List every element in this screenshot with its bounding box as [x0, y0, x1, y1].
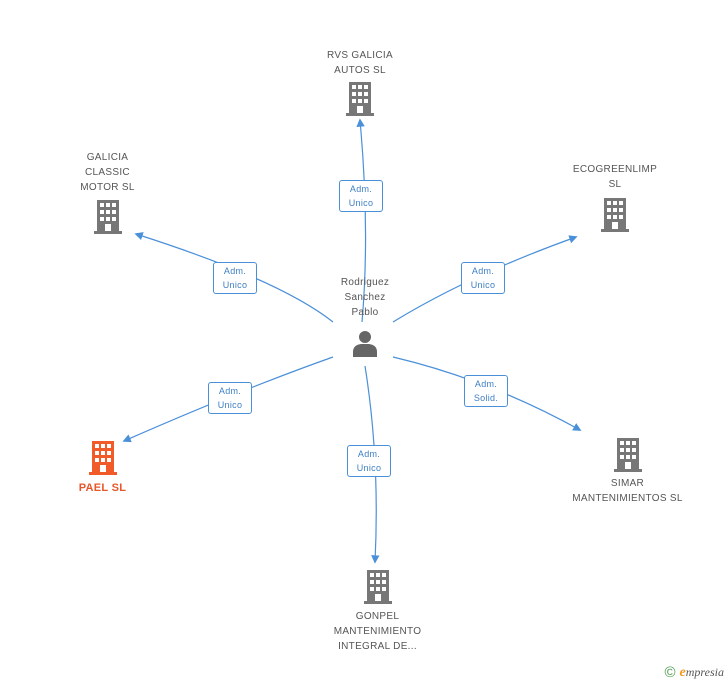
building-icon: [601, 198, 629, 232]
company-name: GONPEL MANTENIMIENTO INTEGRAL DE...: [333, 611, 422, 652]
building-icon: [363, 570, 392, 604]
relation-label-galicia[interactable]: Adm.Unico: [213, 262, 257, 294]
company-rvs-galicia-autos[interactable]: RVS GALICIA AUTOS SL: [305, 48, 415, 116]
relation-label-pael[interactable]: Adm.Unico: [208, 382, 252, 414]
company-name: ECOGREENLIMP SL: [572, 164, 658, 190]
edge-rvs: [356, 118, 367, 323]
copyright-icon: ©: [664, 664, 676, 681]
relation-label-ecogreen[interactable]: Adm.Unico: [461, 262, 505, 294]
company-gonpel-mantenimiento[interactable]: GONPEL MANTENIMIENTO INTEGRAL DE...: [320, 570, 435, 654]
company-name: SIMAR MANTENIMIENTOS SL: [572, 478, 683, 504]
building-icon: [346, 82, 374, 116]
company-pael[interactable]: PAEL SL: [60, 441, 145, 496]
company-name: PAEL SL: [78, 482, 127, 494]
building-icon: [93, 200, 122, 234]
building-icon: [613, 438, 642, 472]
edge-galicia: [134, 232, 334, 323]
company-galicia-classic-motor[interactable]: GALICIA CLASSIC MOTOR SL: [55, 150, 160, 234]
brand-footer: © empresia: [664, 664, 724, 681]
person-name: Rodriguez Sanchez Pablo: [340, 277, 390, 318]
company-name: GALICIA CLASSIC MOTOR SL: [80, 152, 135, 193]
company-simar-mantenimientos[interactable]: SIMAR MANTENIMIENTOS SL: [560, 438, 695, 506]
center-person[interactable]: Rodriguez Sanchez Pablo: [320, 275, 410, 358]
relation-label-gonpel[interactable]: Adm.Unico: [347, 445, 391, 477]
company-name: RVS GALICIA AUTOS SL: [327, 50, 393, 76]
brand-logo[interactable]: empresia: [679, 664, 724, 680]
building-icon: [88, 441, 117, 475]
person-icon: [353, 331, 377, 357]
relation-label-simar[interactable]: Adm.Solid.: [464, 375, 508, 407]
company-ecogreenlimp[interactable]: ECOGREENLIMP SL: [555, 162, 675, 232]
relation-label-rvs[interactable]: Adm.Unico: [339, 180, 383, 212]
